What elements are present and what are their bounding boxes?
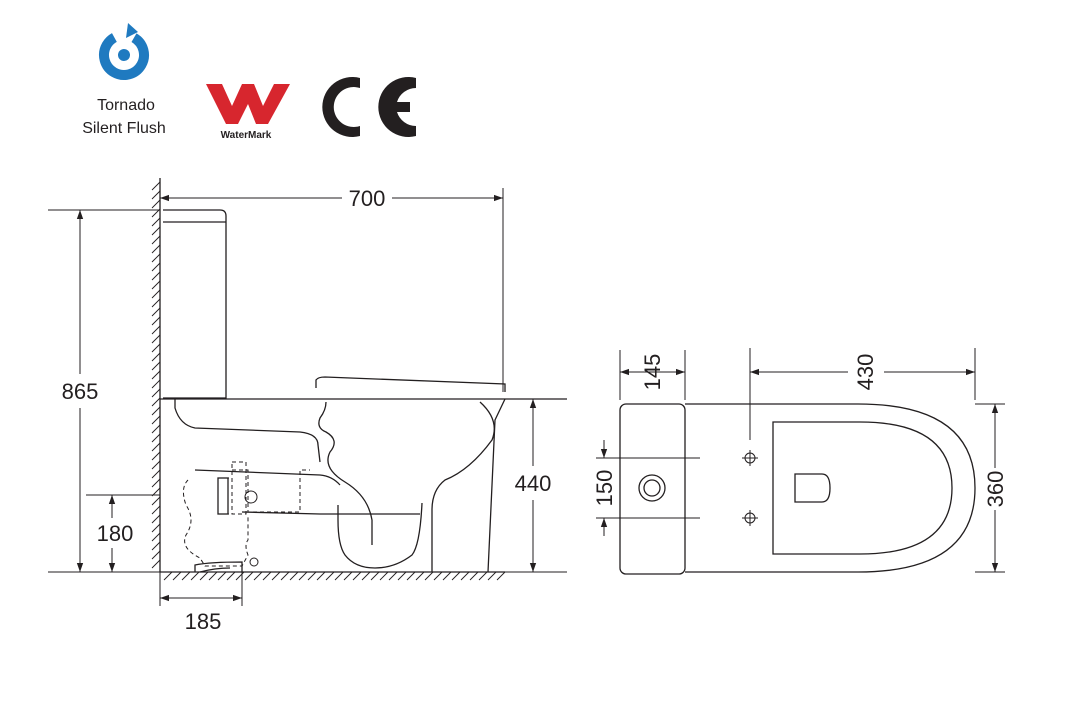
dimension-150: 150 [592,440,700,536]
drain-outline-top [794,473,831,503]
cistern-outline [163,209,227,399]
tornado-logo: Tornado Silent Flush [82,23,166,137]
dimension-430: 430 [749,348,976,440]
dimension-145: 145 [619,350,686,400]
watermark-label: WaterMark [221,130,272,141]
dimension-label-700: 700 [349,186,386,211]
dimension-865: 865 [48,209,160,573]
dimension-700: 700 [160,186,504,392]
seat-opening-top [772,421,953,555]
dimension-360: 360 [975,403,1008,573]
dimension-label-145: 145 [640,354,665,391]
ce-mark [322,77,416,137]
dimension-label-180: 180 [97,521,134,546]
dimension-440: 440 [505,399,567,573]
watermark-w-icon [206,84,290,124]
side-view: 700 865 180 440 185 [48,178,567,634]
bowl-outline-top [685,403,976,573]
dimension-label-185: 185 [185,609,222,634]
flush-valve-icon [638,474,666,502]
tank-outline-top [619,403,686,575]
dimension-label-150: 150 [592,470,617,507]
brand-name-line2: Silent Flush [82,120,166,137]
dimension-185: 185 [159,562,243,634]
dimension-label-430: 430 [853,354,878,391]
brand-name-line1: Tornado [97,97,155,114]
dimension-label-360: 360 [983,471,1008,508]
dimension-180: 180 [86,494,160,572]
tornado-swirl-icon [99,23,149,80]
top-view: 145 430 150 360 [592,348,1008,575]
bowl-outline [487,398,506,573]
watermark-logo: WaterMark [206,84,290,141]
seat-lid-outline [315,376,506,392]
wall-hatch [151,178,161,572]
dimension-label-440: 440 [515,471,552,496]
fixing-hole-icon [742,450,758,466]
outlet-pipe-dashed [182,461,310,567]
dimension-label-865: 865 [62,379,99,404]
fixing-hole-icon [742,510,758,526]
floor-hatch [160,571,506,581]
